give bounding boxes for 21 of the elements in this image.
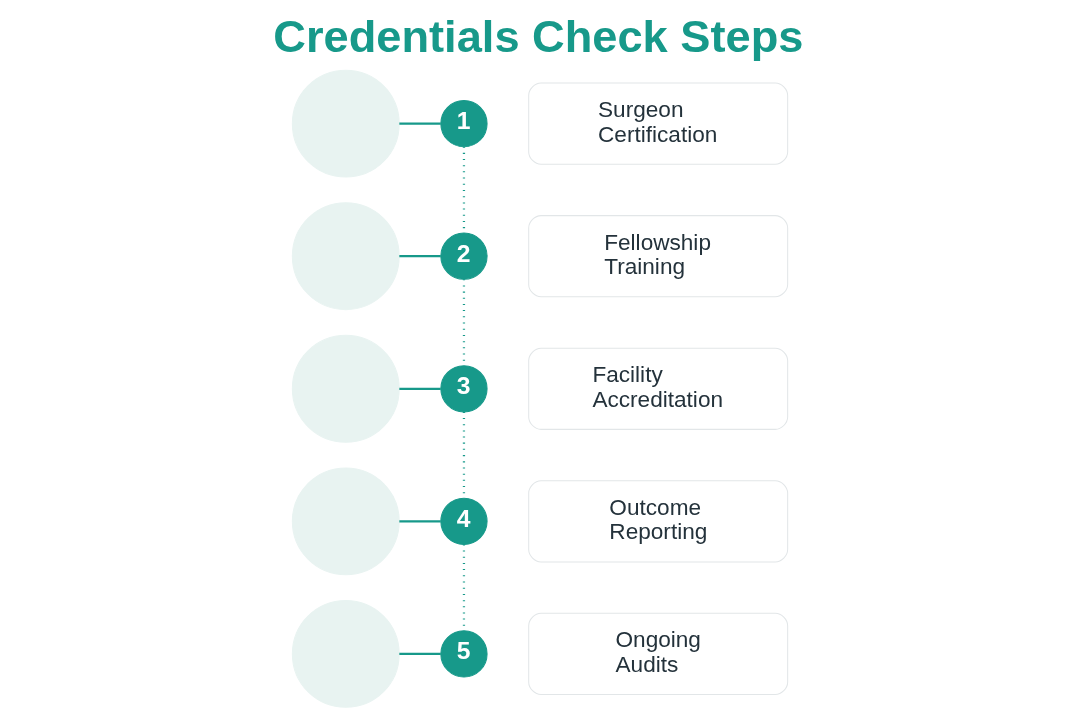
connector (399, 122, 441, 125)
diagram-title: Credentials Check Steps (273, 10, 804, 62)
node-box: Surgeon Certification (528, 82, 789, 165)
connector (399, 520, 441, 523)
node-circle: 5 (440, 630, 488, 678)
node-circle (291, 334, 400, 443)
node-box: Fellowship Training (528, 215, 789, 298)
node-circle: 3 (440, 365, 488, 413)
node-circle: 2 (440, 232, 488, 280)
node-box: Ongoing Audits (528, 612, 789, 695)
node-circle (291, 202, 400, 311)
connector (399, 255, 441, 258)
connector (399, 652, 441, 656)
node-box: Outcome Reporting (528, 480, 789, 563)
node-circle: 4 (440, 497, 488, 545)
node-circle (291, 599, 400, 708)
connector (399, 387, 441, 390)
node-circle (291, 467, 400, 576)
node-circle (291, 69, 400, 178)
node-box: Facility Accreditation (528, 347, 789, 430)
node-circle: 1 (440, 100, 488, 148)
